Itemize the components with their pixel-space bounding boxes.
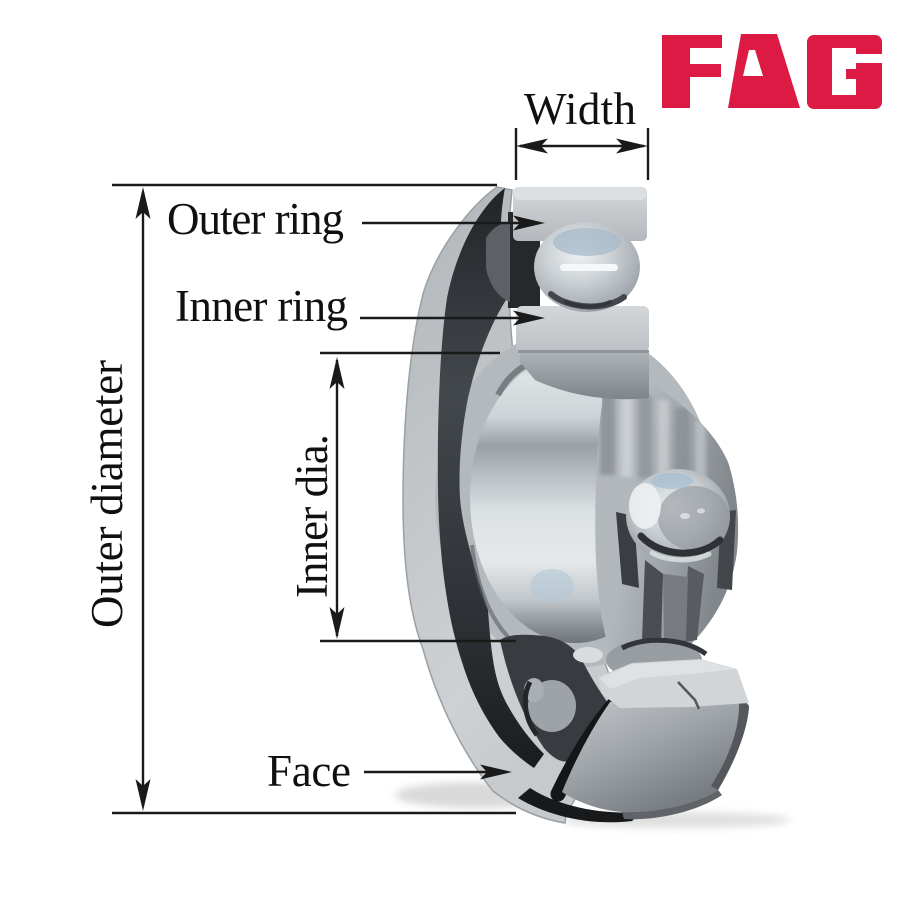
svg-text:Outer diameter: Outer diameter xyxy=(82,360,132,628)
svg-text:Width: Width xyxy=(524,84,636,134)
svg-text:Inner dia.: Inner dia. xyxy=(287,434,337,598)
svg-text:Inner ring: Inner ring xyxy=(175,281,348,331)
svg-text:Outer ring: Outer ring xyxy=(167,194,344,244)
svg-text:Face: Face xyxy=(267,746,351,796)
